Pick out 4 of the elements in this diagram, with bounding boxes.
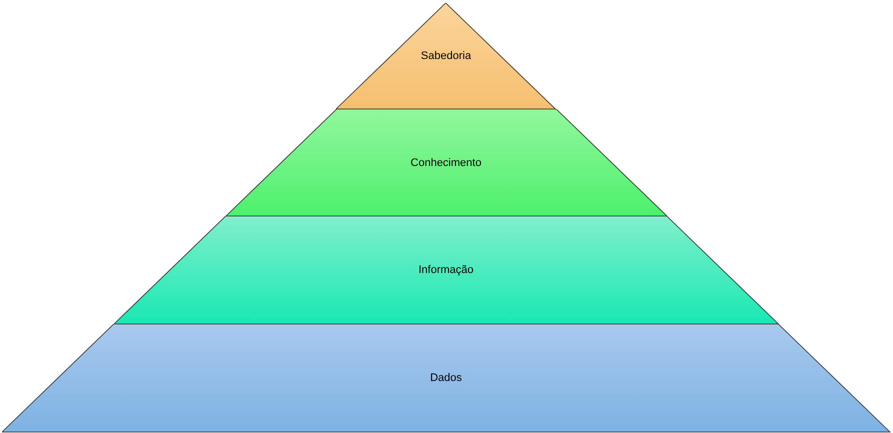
tier-label: Dados xyxy=(430,372,462,384)
tier-label: Sabedoria xyxy=(420,50,472,62)
tier-label: Conhecimento xyxy=(410,156,482,168)
tier-label: Informação xyxy=(418,264,474,276)
